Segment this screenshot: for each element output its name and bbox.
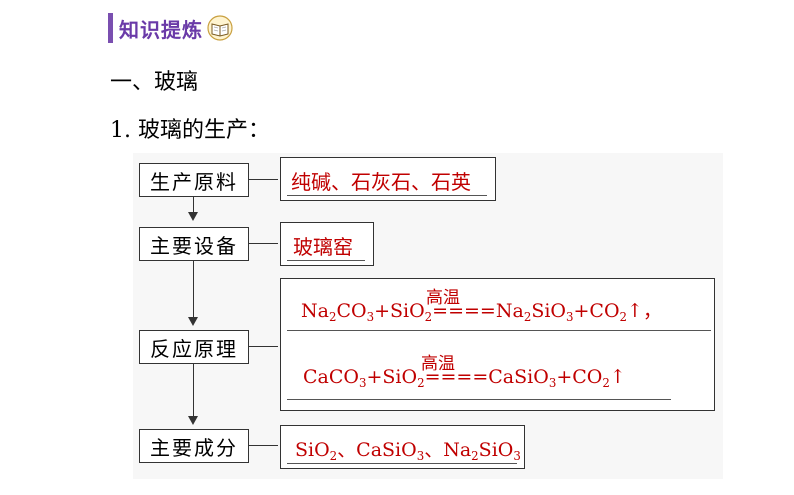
book-icon [207,15,233,41]
answer-underline [287,195,487,196]
label-components: 主要成分 [139,429,249,463]
answer-underline [287,330,711,331]
section-header: 知识提炼 [108,12,233,44]
connector-1 [248,179,278,180]
arrow-line-1 [193,196,194,213]
sub-heading: 1. 玻璃的生产： [110,118,270,143]
answer-underline [287,399,671,400]
answer-box-raw-materials: 纯碱、石灰石、石英 [280,157,496,201]
answer-underline [287,463,517,464]
header-title: 知识提炼 [119,17,203,42]
condition-label-1: 高温 [426,288,460,308]
equipment-value: 玻璃窑 [293,235,353,259]
connector-3 [248,346,278,347]
components-value: SiO2、CaSiO3、Na2SiO3 [295,439,521,464]
arrow-head-2 [188,317,198,326]
arrow-line-2 [193,260,194,319]
connector-4 [248,445,278,446]
section-heading: 一、玻璃 [110,70,199,95]
answer-box-components: SiO2、CaSiO3、Na2SiO3 [280,425,525,469]
arrow-head-1 [188,212,198,221]
equation-2: CaCO3+SiO2====CaSiO3+CO2↑ [303,366,626,391]
connector-2 [248,243,278,244]
answer-underline [287,260,365,261]
answer-box-principle: 高温 Na2CO3+SiO2====Na2SiO3+CO2↑， 高温 CaCO3… [280,278,715,411]
raw-materials-value: 纯碱、石灰石、石英 [291,170,471,194]
arrow-head-3 [188,416,198,425]
label-raw-materials: 生产原料 [139,163,249,197]
arrow-line-3 [193,363,194,418]
label-equipment: 主要设备 [139,227,249,261]
condition-label-2: 高温 [421,354,455,374]
answer-box-equipment: 玻璃窑 [280,222,374,266]
header-accent-bar [108,13,113,43]
label-principle: 反应原理 [139,330,249,364]
equation-1: Na2CO3+SiO2====Na2SiO3+CO2↑， [301,300,662,325]
